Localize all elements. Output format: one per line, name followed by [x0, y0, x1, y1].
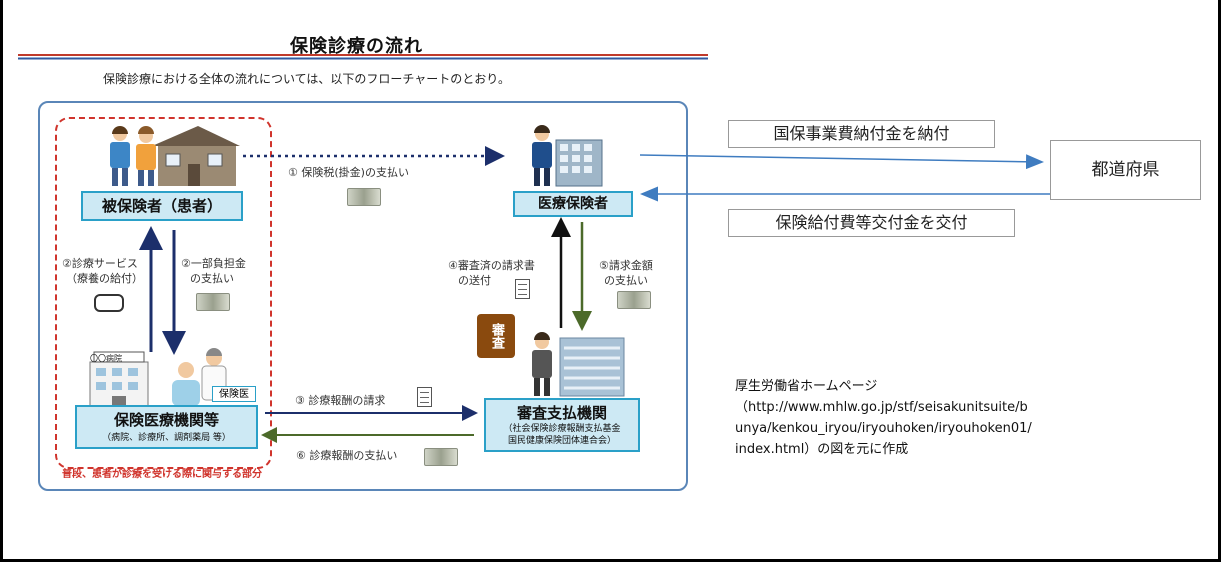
node-insurer: 医療保険者	[513, 191, 633, 217]
stethoscope-icon	[94, 294, 124, 312]
label-f5-line1: ⑤請求金額	[599, 259, 653, 272]
money-icon	[196, 293, 230, 311]
review-badge: 審査	[477, 314, 515, 358]
label-f2a-line1: ②診療サービス	[62, 257, 138, 270]
dashed-note: 普段、患者が診療を受ける際に関与する部分	[62, 469, 262, 480]
label-f4-line2: の送付	[458, 274, 491, 287]
insurer-building-illustration	[532, 125, 603, 187]
document-icon	[417, 387, 432, 407]
label-f5-line2: の支払い	[604, 274, 648, 287]
label-f2b-line1: ②一部負担金	[181, 257, 246, 270]
label-f3: ③ 診療報酬の請求	[295, 394, 386, 407]
label-f1: ① 保険税(掛金)の支払い	[288, 166, 409, 179]
money-icon	[424, 448, 458, 466]
node-review-org: 審査支払機関 （社会保険診療報酬支払基金 国民健康保険団体連合会）	[484, 398, 640, 452]
review-building-illustration	[532, 332, 625, 397]
subtitle: 保険診療における全体の流れについては、以下のフローチャートのとおり。	[103, 72, 511, 86]
node-prefecture: 都道府県	[1050, 140, 1201, 200]
source-note: 厚生労働省ホームページ （http://www.mhlw.go.jp/stf/s…	[735, 376, 1035, 460]
insurance-doctor-tag: 保険医	[212, 386, 256, 402]
source-line1: 厚生労働省ホームページ	[735, 379, 878, 394]
grant-label: 保険給付費等交付金を交付	[728, 209, 1015, 237]
document-icon	[515, 279, 530, 299]
money-icon	[347, 188, 381, 206]
node-insured: 被保険者（患者）	[81, 191, 243, 221]
arrow-pay	[639, 154, 1044, 170]
label-f2b-line2: の支払い	[190, 272, 234, 285]
label-f4-line1: ④審査済の請求書	[448, 259, 535, 272]
label-f2a-line2: （療養の給付）	[66, 272, 143, 285]
money-icon	[617, 291, 651, 309]
page-title: 保険診療の流れ	[290, 36, 423, 57]
node-medical-institution-title: 保険医療機関等	[113, 411, 219, 429]
source-line2: （http://www.mhlw.go.jp/stf/seisakunitsui…	[735, 400, 1032, 457]
node-review-org-sub2: 国民健康保険団体連合会）	[507, 436, 616, 446]
title-underline	[18, 54, 708, 60]
label-f6: ⑥ 診療報酬の支払い	[296, 449, 398, 462]
hospital-sign: 〇〇病院	[90, 354, 122, 363]
node-review-org-sub1: （社会保険診療報酬支払基金	[503, 424, 621, 434]
node-medical-institution: 保険医療機関等 （病院、診療所、調剤薬局 等）	[75, 405, 258, 449]
pay-label: 国保事業費納付金を納付	[728, 120, 995, 148]
flowchart-panel	[38, 101, 688, 491]
node-review-org-title: 審査支払機関	[516, 404, 607, 422]
node-medical-institution-sub: （病院、診療所、調剤薬局 等）	[102, 433, 231, 443]
patient-area-dashed-border	[55, 117, 272, 469]
patients-house-illustration	[110, 126, 240, 186]
